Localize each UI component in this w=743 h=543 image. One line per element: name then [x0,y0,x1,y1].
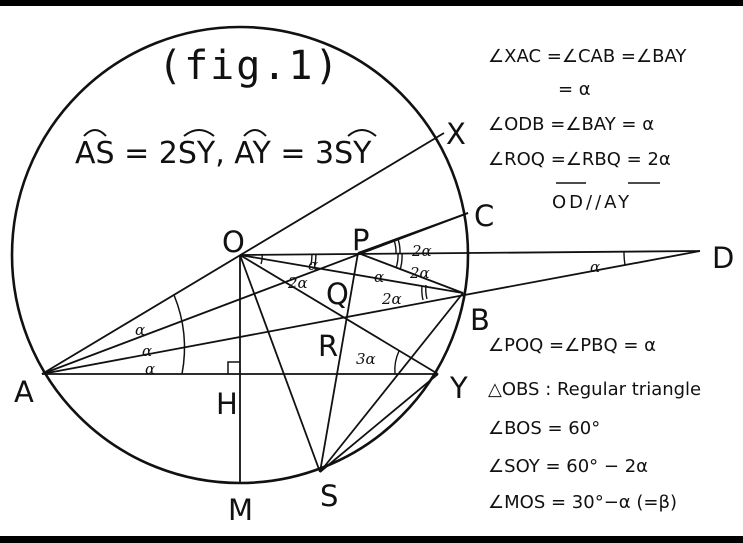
note-angle-equality-1b: = α [558,79,591,100]
angle-label-B-2alpha: 2α [382,290,402,308]
figure-title: (fig.1) [158,43,341,89]
line-PC [357,212,469,254]
line-AD [41,250,701,375]
point-label-R: R [318,329,339,363]
point-label-C: C [474,199,495,233]
angle-label-CAB: α [142,342,153,360]
point-label-S: S [320,479,339,513]
note-angle-ODB: ∠ODB =∠BAY = α [488,114,655,135]
angle-label-O-2alpha: 2α [288,274,308,292]
angle-label-P-2alpha-lower: 2α [410,264,430,282]
point-label-X: X [446,117,466,151]
point-label-B: B [470,303,490,337]
angle-arc-A [173,294,186,375]
point-label-Q: Q [326,277,349,311]
point-label-A: A [14,375,34,409]
note-angle-equality-1: ∠XAC =∠CAB =∠BAY [488,46,687,67]
note-angle-ROQ: ∠ROQ =∠RBQ = 2α [488,149,671,170]
angle-label-P-2alpha-upper: 2α [412,242,432,260]
arc-relation: AS = 2SY, AY = 3SY [75,136,372,171]
line-PS [319,252,359,473]
point-label-M: M [228,493,254,527]
line-OY [239,254,439,375]
note-regular-triangle: △OBS : Regular triangle [488,379,702,400]
point-label-P: P [352,223,370,257]
point-label-D: D [712,241,735,275]
line-SY [319,373,439,473]
line-OS [239,254,321,473]
figure-canvas: (fig.1) AS = 2SY, AY = 3SY O A H M S Y B… [0,6,743,536]
angle-label-BAY: α [145,360,156,378]
angle-label-XAC: α [135,321,146,339]
geometry-diagram [10,25,701,485]
note-angle-MOS: ∠MOS = 30°−α (=β) [488,492,677,513]
angle-label-O-alpha: α [308,256,319,274]
note-angle-BOS: ∠BOS = 60° [488,418,601,439]
line-AX [41,132,445,375]
line-OD [239,250,701,256]
line-PB [357,252,464,294]
angle-label-P-alpha: α [374,268,385,286]
angle-label-D-alpha: α [590,258,601,276]
point-label-H: H [216,387,238,421]
line-SB [319,292,464,473]
note-angle-POQ: ∠POQ =∠PBQ = α [488,335,657,356]
note-angle-SOY: ∠SOY = 60° − 2α [488,456,649,477]
right-angle-mark [227,361,240,374]
note-parallel: OD//AY [552,192,633,213]
point-label-O: O [222,225,245,259]
point-label-Y: Y [450,371,468,405]
angle-label-Y-3alpha: 3α [356,350,376,368]
